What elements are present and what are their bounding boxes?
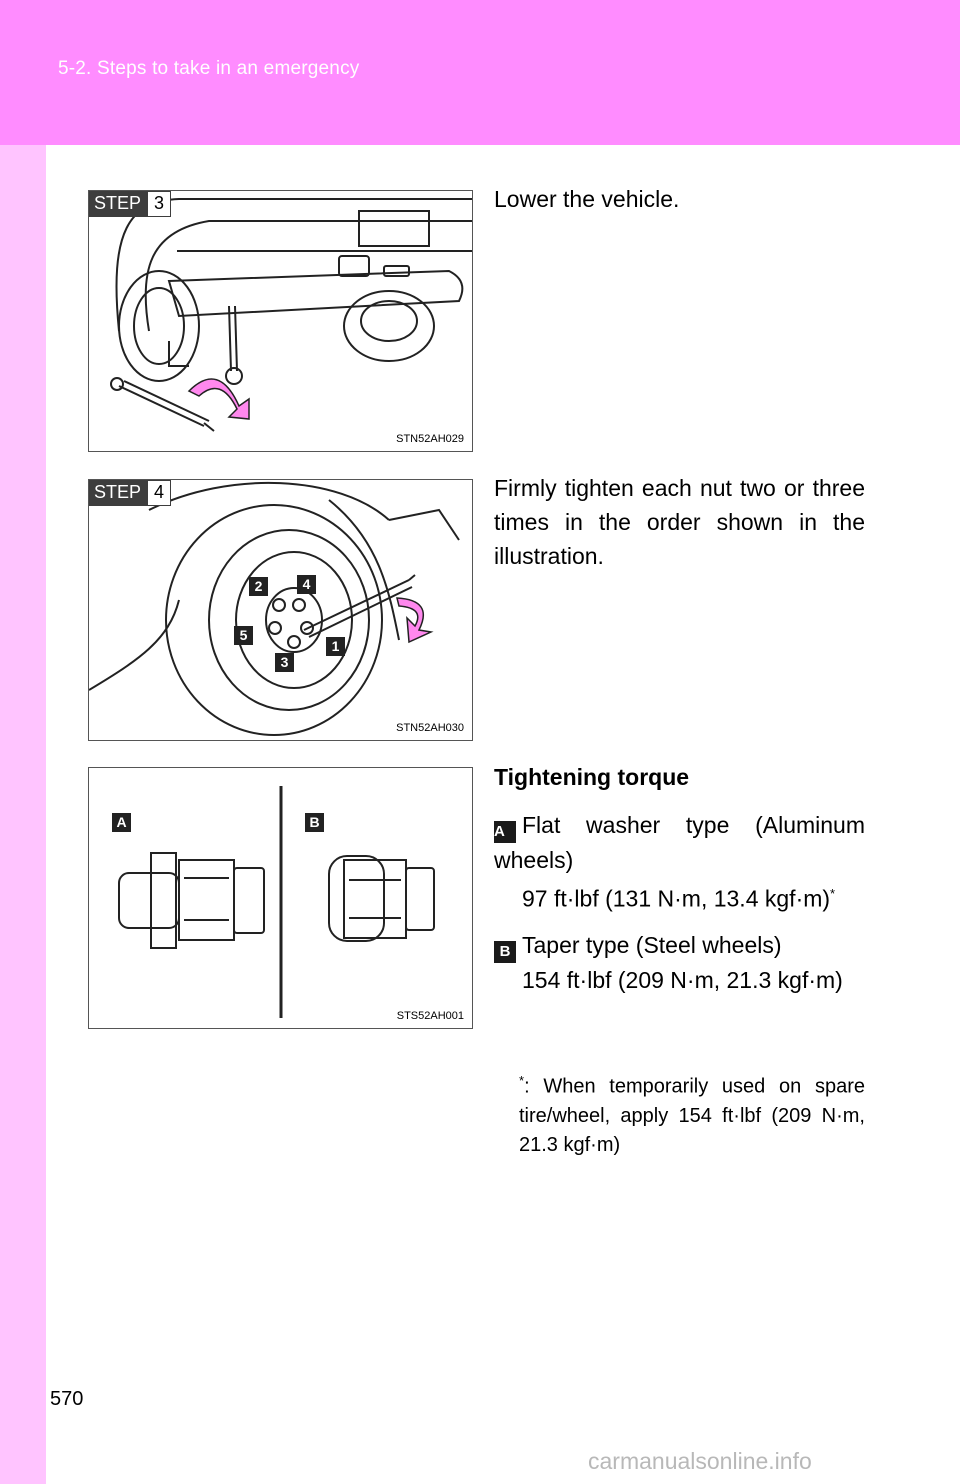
step3-text: Lower the vehicle. [494, 186, 680, 212]
torque-item-value: 154 ft·lbf (209 N·m, 21.3 kgf·m) [522, 966, 843, 993]
nut-callout: 3 [275, 653, 294, 672]
figure-nut-types: A B STS52AH001 [88, 767, 473, 1029]
step-badge: STEP 3 [89, 191, 172, 217]
nut-types-illustration [118, 786, 435, 1018]
torque-item-value: 97 ft·lbf (131 N·m, 13.4 kgf·m)* [522, 885, 836, 912]
torque-item-b: B Taper type (Steel wheels) [494, 928, 865, 963]
footnote: *: When temporarily used on spare tire/w… [519, 1066, 865, 1160]
nut-callout: 5 [234, 626, 253, 645]
nut-callout: 1 [326, 637, 345, 656]
step-badge: STEP 4 [89, 480, 172, 506]
step-word: STEP [89, 191, 148, 217]
nut-callout: 2 [249, 577, 268, 596]
rotation-arrow-icon [187, 378, 250, 420]
asterisk-mark: * [519, 1073, 525, 1088]
asterisk-mark: * [830, 886, 836, 901]
figure-code: STN52AH029 [396, 433, 464, 445]
label-b-icon: B [494, 940, 516, 963]
footnote-text: : When temporarily used on spare tire/wh… [519, 1075, 865, 1156]
nut-type-label: A [112, 813, 131, 832]
step4-text: Firmly tighten each nut two or three tim… [494, 475, 865, 569]
torque-item-label: Taper type (Steel wheels) [522, 931, 782, 958]
figure-step4: STEP 4 2 4 5 1 3 STN52AH030 [88, 479, 473, 741]
step-number: 4 [147, 480, 172, 506]
section-title: 5-2. Steps to take in an emergency [58, 58, 360, 79]
step-word: STEP [89, 480, 148, 506]
sidebar-band [0, 145, 46, 1484]
figure-code: STS52AH001 [396, 1010, 464, 1022]
nut-callout: 4 [297, 575, 316, 594]
watermark: carmanualsonline.info [588, 1448, 812, 1474]
torque-item-label: Flat washer type (Aluminum wheels) [494, 812, 865, 873]
page-number: 570 [50, 1388, 84, 1410]
step-number: 3 [147, 191, 172, 217]
tighten-nuts-illustration [89, 481, 460, 736]
figure-code: STN52AH030 [396, 722, 464, 734]
nut-type-label: B [305, 813, 324, 832]
figure-step3: STEP 3 STN52AH029 [88, 190, 473, 452]
torque-title: Tightening torque [494, 764, 690, 790]
rotation-arrow-icon [396, 597, 434, 644]
page-header: 5-2. Steps to take in an emergency [0, 0, 960, 145]
lower-vehicle-illustration [110, 198, 472, 432]
label-a-icon: A [494, 821, 516, 843]
